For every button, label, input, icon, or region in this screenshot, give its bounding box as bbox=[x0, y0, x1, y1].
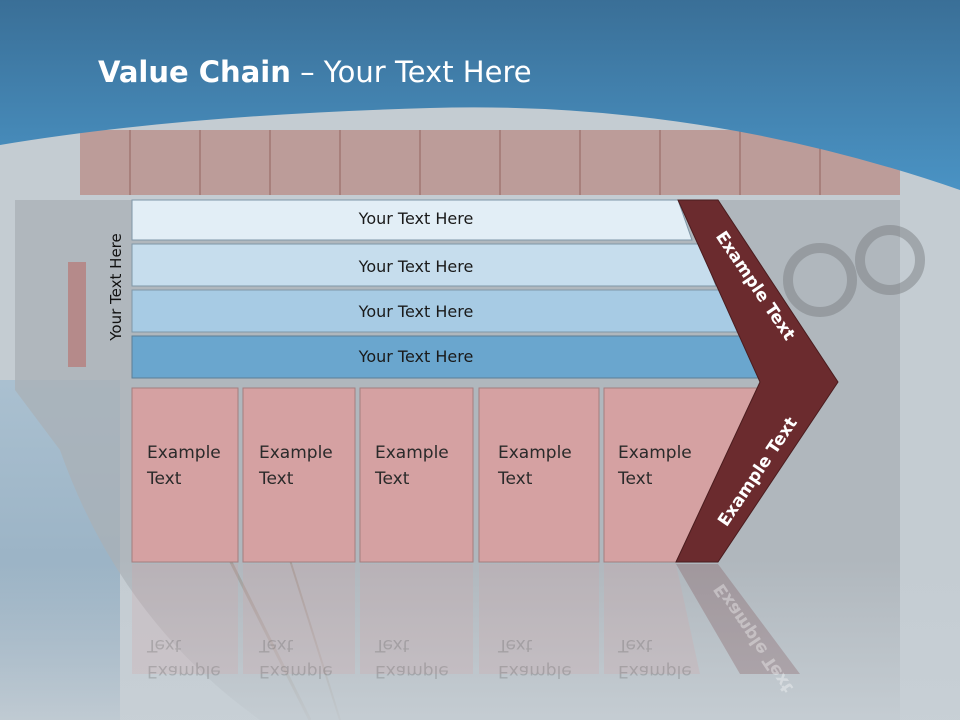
diagram-reflection bbox=[132, 564, 800, 674]
support-bar-1[interactable] bbox=[131, 199, 693, 241]
support-bar-2[interactable] bbox=[131, 243, 717, 287]
reflection-box-4: Example Text bbox=[498, 632, 572, 684]
activity-box-5-line2: Text bbox=[618, 469, 653, 489]
activity-box-2[interactable] bbox=[242, 387, 356, 563]
reflection-box-3-line1: Example bbox=[375, 661, 449, 681]
margin-arrow[interactable] bbox=[675, 199, 839, 563]
activity-box-2-line2: Text bbox=[259, 469, 294, 489]
activity-box-2-line1: Example bbox=[259, 443, 333, 463]
reflection-box-1: Example Text bbox=[147, 632, 221, 684]
activity-box-1-line1: Example bbox=[147, 443, 221, 463]
activity-box-4-text: Example Text bbox=[498, 440, 572, 492]
title-rest: – Your Text Here bbox=[290, 55, 532, 89]
reflection-box-2: Example Text bbox=[259, 632, 333, 684]
reflection-box-2-line1: Example bbox=[259, 661, 333, 681]
reflection-box-5: Example Text bbox=[618, 632, 692, 684]
activity-box-3[interactable] bbox=[359, 387, 474, 563]
activity-box-3-text: Example Text bbox=[375, 440, 449, 492]
reflection-box-1-line2: Text bbox=[147, 635, 182, 655]
activity-box-4-line2: Text bbox=[498, 469, 533, 489]
slide-title: Value Chain – Your Text Here bbox=[98, 55, 532, 89]
activity-box-5-line1: Example bbox=[618, 443, 692, 463]
reflection-box-4-line2: Text bbox=[498, 635, 533, 655]
support-bar-2-label: Your Text Here bbox=[358, 257, 474, 276]
reflection-box-4-line1: Example bbox=[498, 661, 572, 681]
activity-box-5-text: Example Text bbox=[618, 440, 692, 492]
support-bar-3-label: Your Text Here bbox=[358, 302, 474, 321]
reflection-box-5-line1: Example bbox=[618, 661, 692, 681]
activity-box-4-line1: Example bbox=[498, 443, 572, 463]
reflection-box-1-line1: Example bbox=[147, 661, 221, 681]
support-bar-1-label: Your Text Here bbox=[358, 209, 474, 228]
activity-box-1-line2: Text bbox=[147, 469, 182, 489]
activity-box-3-line1: Example bbox=[375, 443, 449, 463]
activity-box-2-text: Example Text bbox=[259, 440, 333, 492]
reflection-box-2-line2: Text bbox=[259, 635, 294, 655]
activity-box-3-line2: Text bbox=[375, 469, 410, 489]
activity-box-1-text: Example Text bbox=[147, 440, 221, 492]
activity-box-4[interactable] bbox=[478, 387, 600, 563]
reflection-box-5-line2: Text bbox=[618, 635, 653, 655]
title-bold: Value Chain bbox=[98, 55, 291, 89]
activity-box-1[interactable] bbox=[131, 387, 239, 563]
support-bar-4-label: Your Text Here bbox=[358, 347, 474, 366]
reflection-box-3: Example Text bbox=[375, 632, 449, 684]
reflection-box-3-line2: Text bbox=[375, 635, 410, 655]
